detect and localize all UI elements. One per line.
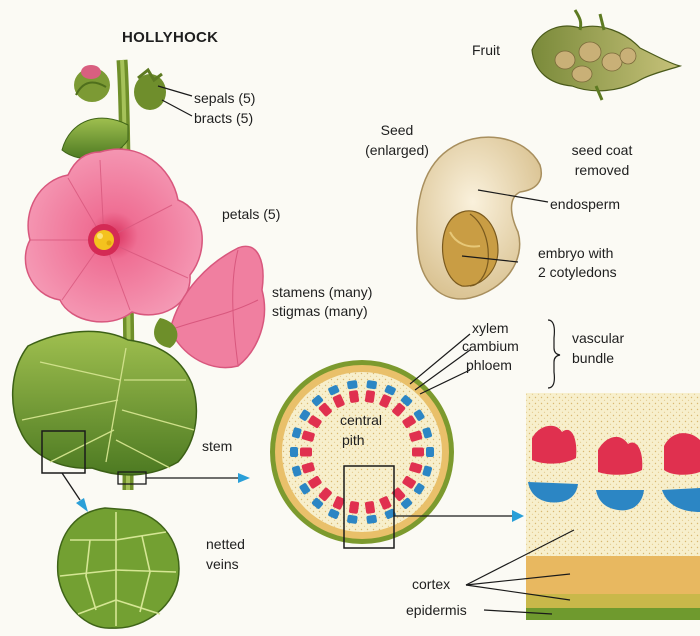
xylem-mark <box>365 501 376 514</box>
label-bracts: bracts (5) <box>194 110 253 126</box>
xylem-mark <box>349 501 360 514</box>
leaf-pointer-arrow <box>62 473 88 512</box>
tissue-enlargement <box>526 393 700 620</box>
label-removed: removed <box>552 162 652 178</box>
label-netted: netted <box>206 536 245 552</box>
phloem-mark <box>347 380 358 389</box>
label-endosperm: endosperm <box>550 196 620 212</box>
xylem-mark <box>412 448 424 457</box>
label-cortex: cortex <box>412 576 450 592</box>
label-xylem: xylem <box>472 320 509 336</box>
label-veins: veins <box>206 556 239 572</box>
xylem-mark <box>365 390 376 403</box>
large-leaf <box>13 331 197 474</box>
main-flower <box>25 149 202 322</box>
phloem-mark <box>347 515 358 524</box>
label-vascular: vascular <box>572 330 624 346</box>
phloem-mark <box>366 380 377 389</box>
label-epidermis: epidermis <box>406 602 467 618</box>
label-fruit: Fruit <box>472 42 500 58</box>
label-bundle: bundle <box>572 350 614 366</box>
xylem-mark <box>300 448 312 457</box>
fruit-illustration <box>532 10 680 100</box>
netted-veins-leaf <box>58 508 179 628</box>
label-petals: petals (5) <box>222 206 280 222</box>
label-pith: pith <box>342 432 365 448</box>
label-embryo: embryo with <box>538 245 613 261</box>
phloem-mark <box>426 447 434 457</box>
label-cotyledons: 2 cotyledons <box>538 264 617 280</box>
label-stamens: stamens (many) <box>272 284 372 300</box>
label-central: central <box>340 412 382 428</box>
stem-pointer-arrow <box>146 473 250 483</box>
xylem-mark <box>349 390 360 403</box>
phloem-mark <box>366 515 377 524</box>
label-sepals: sepals (5) <box>194 90 255 106</box>
phloem-mark <box>290 447 298 457</box>
diagram-title: HOLLYHOCK <box>122 30 218 46</box>
label-seed-enlarged: (enlarged) <box>350 142 444 158</box>
label-seed-coat: seed coat <box>552 142 652 158</box>
label-stigmas: stigmas (many) <box>272 303 368 319</box>
label-seed: Seed <box>362 122 432 138</box>
label-cambium: cambium <box>462 338 519 354</box>
label-stem: stem <box>202 438 232 454</box>
seed-illustration <box>417 137 541 299</box>
label-phloem: phloem <box>466 357 512 373</box>
